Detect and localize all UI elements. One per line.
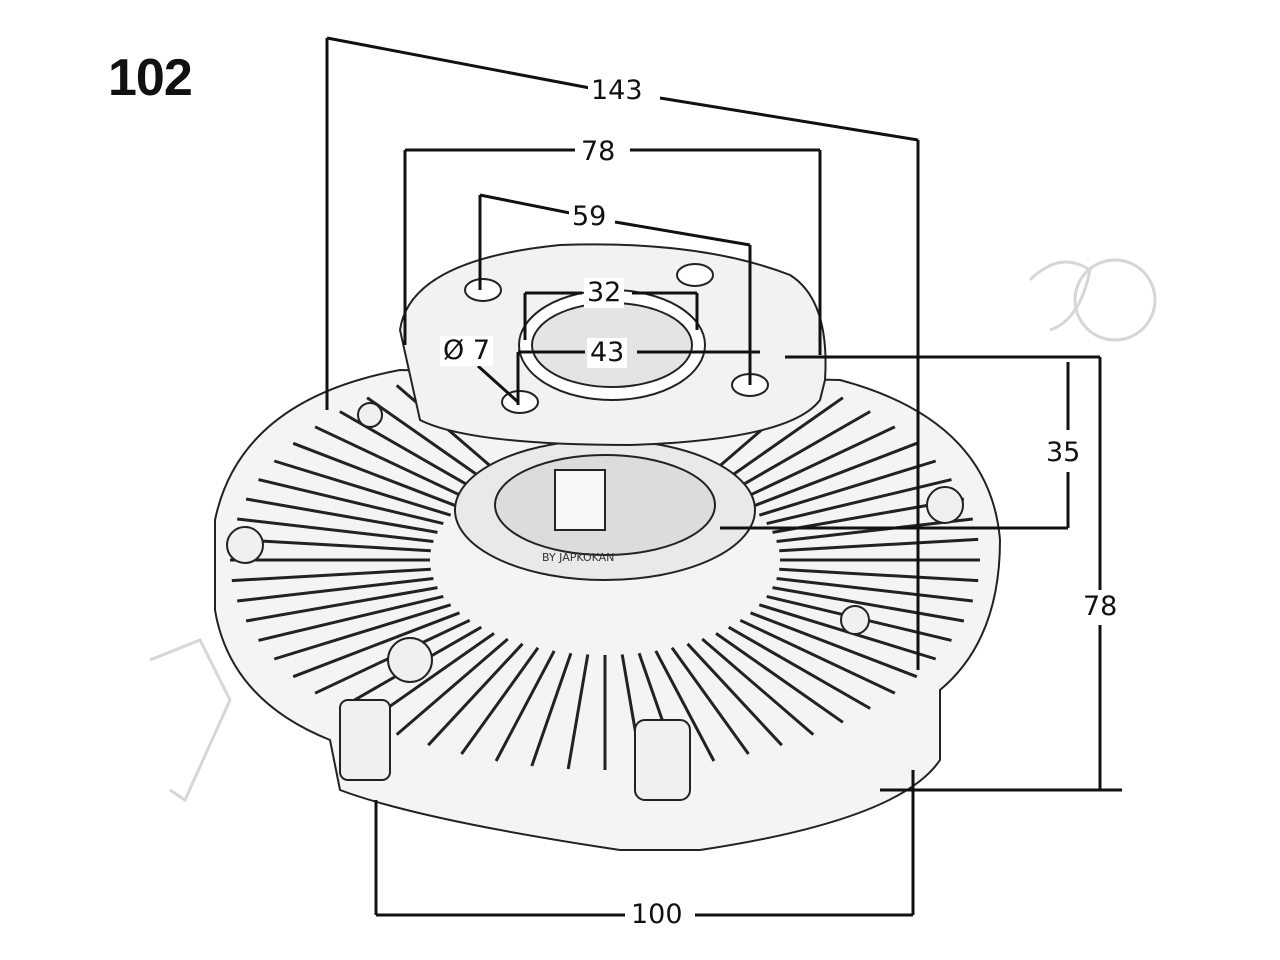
fin	[670, 646, 750, 755]
fin	[727, 410, 871, 495]
base-bosses	[226, 402, 964, 801]
fin	[766, 478, 952, 526]
fin	[530, 652, 573, 767]
fin	[739, 618, 896, 695]
fin	[245, 497, 438, 534]
dim-pilot: 43	[587, 338, 628, 368]
fin	[231, 537, 431, 553]
fin	[654, 650, 716, 762]
inner-hub	[454, 439, 756, 581]
dim-total-height: 78	[1080, 592, 1121, 622]
fin	[292, 441, 461, 509]
fin	[715, 632, 844, 724]
fin	[427, 642, 524, 747]
fin	[258, 594, 444, 642]
fin	[292, 611, 461, 679]
fin	[314, 425, 471, 502]
fin	[237, 517, 434, 543]
watermark-logo	[149, 258, 1157, 803]
fin	[366, 396, 495, 488]
fin	[237, 577, 434, 603]
fin	[566, 654, 590, 770]
fin	[273, 603, 452, 661]
fin	[686, 642, 783, 747]
fin	[701, 637, 815, 736]
fin	[395, 637, 509, 736]
dim-bolt-circle: 59	[569, 202, 610, 232]
fin	[758, 459, 937, 517]
drawing-caption: BY JAPKOKAN	[542, 551, 615, 564]
fin	[715, 396, 844, 488]
dim-hub-height: 35	[1043, 438, 1084, 468]
dim-hole-diameter: Ø 7	[440, 336, 494, 366]
dim-bore: 32	[584, 278, 625, 308]
dimension-lines	[325, 36, 1122, 917]
fin	[749, 441, 918, 509]
fin	[779, 537, 979, 553]
fin	[460, 646, 540, 755]
fin	[231, 567, 431, 583]
part-number: 102	[108, 49, 193, 107]
dim-overall-diameter: 143	[588, 76, 646, 106]
dim-base-width: 100	[628, 900, 686, 930]
fin	[749, 611, 918, 679]
fin	[772, 586, 965, 623]
fin	[258, 478, 444, 526]
fin	[245, 586, 438, 623]
fin	[494, 650, 556, 762]
fin	[273, 459, 452, 517]
fin	[727, 625, 871, 710]
dim-bolt-span-outer: 78	[578, 137, 619, 167]
fin	[739, 425, 896, 502]
fin	[779, 567, 979, 583]
fin	[776, 577, 973, 603]
